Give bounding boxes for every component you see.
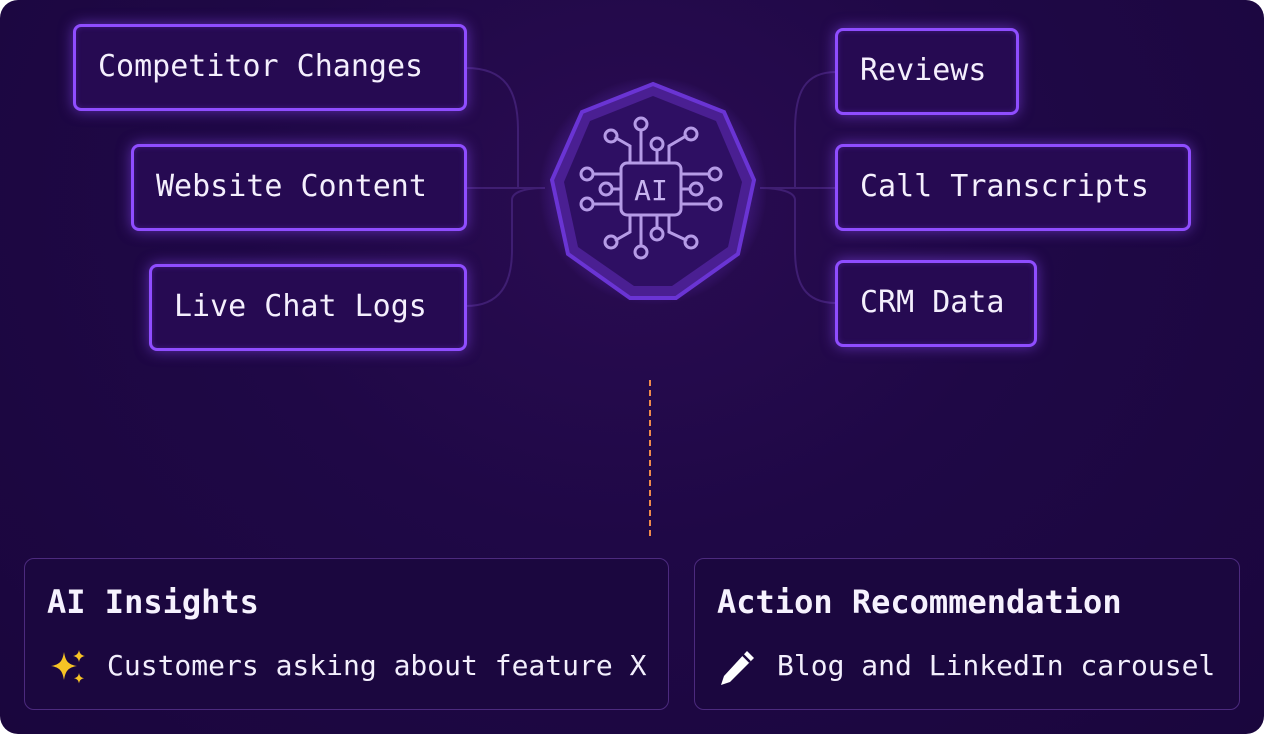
pencil-icon [721,651,754,685]
source-reviews: Reviews [835,28,1019,115]
source-label: Reviews [860,53,987,88]
source-website-content: Website Content [131,144,467,231]
card-title: Action Recommendation [717,583,1122,621]
source-label: Competitor Changes [98,49,424,84]
source-label: Call Transcripts [860,169,1149,204]
card-action-recommendation: Action Recommendation Blog and LinkedIn … [694,558,1240,710]
card-ai-insights: AI Insights Customers asking about featu… [24,558,669,710]
card-title: AI Insights [47,583,259,621]
ai-chip-icon: AI [539,77,767,305]
source-label: Website Content [156,169,427,204]
wire-competitor-changes [465,67,545,189]
source-call-transcripts: Call Transcripts [835,144,1191,231]
source-live-chat-logs: Live Chat Logs [149,264,467,351]
source-competitor-changes: Competitor Changes [73,24,467,111]
source-crm-data: CRM Data [835,260,1037,347]
wire-crm-data [759,187,837,304]
wire-reviews [760,71,837,189]
source-label: CRM Data [860,285,1005,320]
card-text: Blog and LinkedIn carousel [777,649,1216,682]
output-connector [649,380,651,536]
ai-hub-label: AI [634,174,668,207]
wire-live-chat-logs [465,187,546,307]
card-text: Customers asking about feature X [107,649,647,682]
source-label: Live Chat Logs [174,289,427,324]
ai-hub: AI [538,76,768,306]
sparkles-icon [51,650,85,684]
